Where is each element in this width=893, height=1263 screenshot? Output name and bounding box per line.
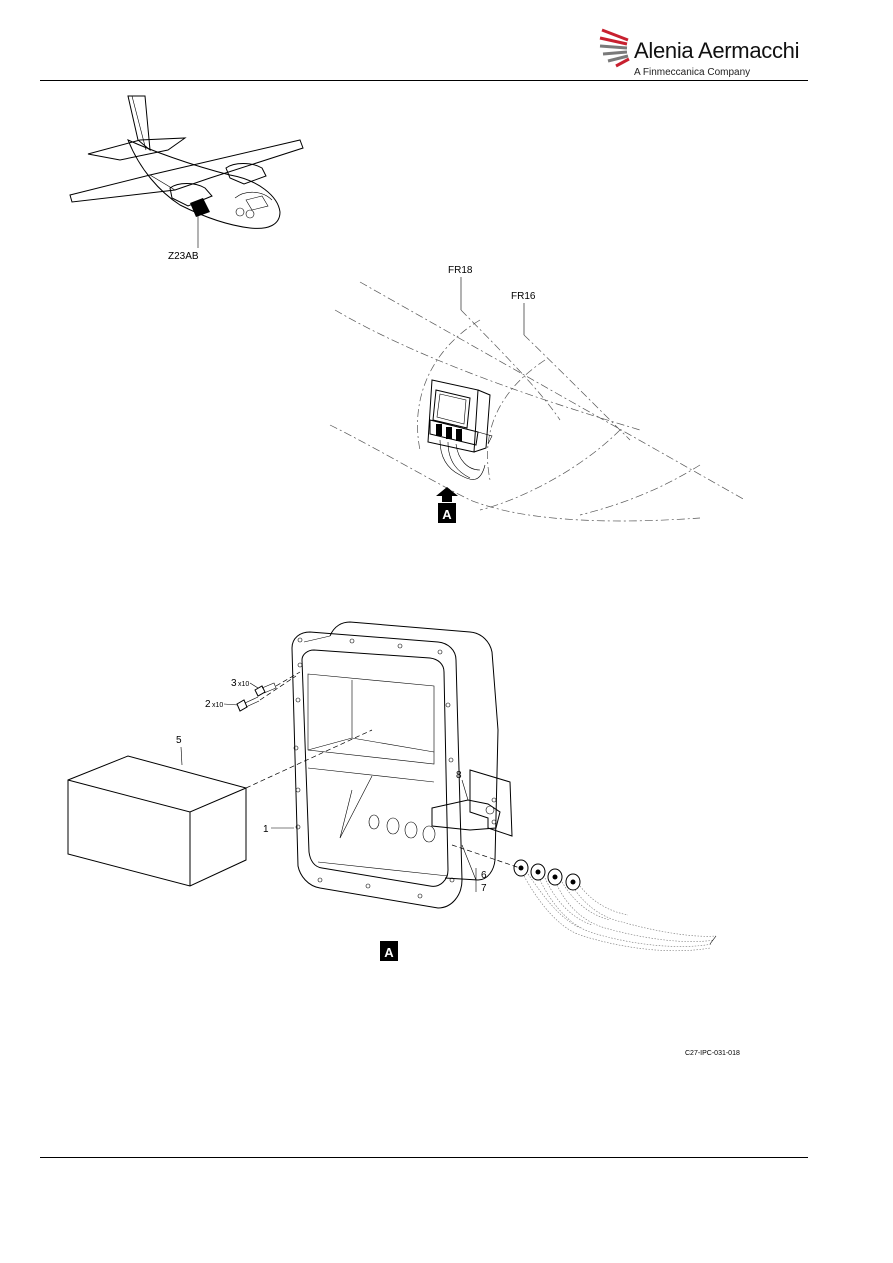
callout-7: 7	[481, 883, 487, 894]
figure-reference: C27-IPC-031-018	[685, 1050, 740, 1057]
callout-2-qty: x10	[212, 702, 223, 709]
location-view: FR18 FR16 A	[329, 265, 746, 523]
callout-5: 5	[176, 735, 182, 746]
callout-3: 3	[231, 678, 237, 689]
frame-label-fr18: FR18	[448, 265, 473, 276]
connector-plugs	[513, 859, 581, 891]
logo-swoosh-icon	[599, 28, 630, 68]
detail-view: 1 2 x10 3 x10 5 6 7 8 A	[67, 621, 717, 961]
view-marker-a-top: A	[442, 507, 452, 522]
header-rule	[40, 80, 808, 81]
callout-3-qty: x10	[238, 681, 249, 688]
callout-8: 8	[456, 770, 462, 781]
frame-label-fr16: FR16	[511, 291, 536, 302]
callout-6: 6	[481, 870, 487, 881]
aircraft-overview: Z23AB	[69, 95, 304, 262]
company-logo-mark	[599, 28, 630, 68]
company-name: Alenia Aermacchi	[634, 38, 800, 63]
view-marker-a-detail: A	[384, 945, 394, 960]
company-subtitle: A Finmeccanica Company	[634, 67, 751, 78]
footer-rule	[40, 1157, 808, 1158]
callout-1: 1	[263, 824, 269, 835]
zone-label: Z23AB	[168, 251, 199, 262]
callout-2: 2	[205, 699, 211, 710]
